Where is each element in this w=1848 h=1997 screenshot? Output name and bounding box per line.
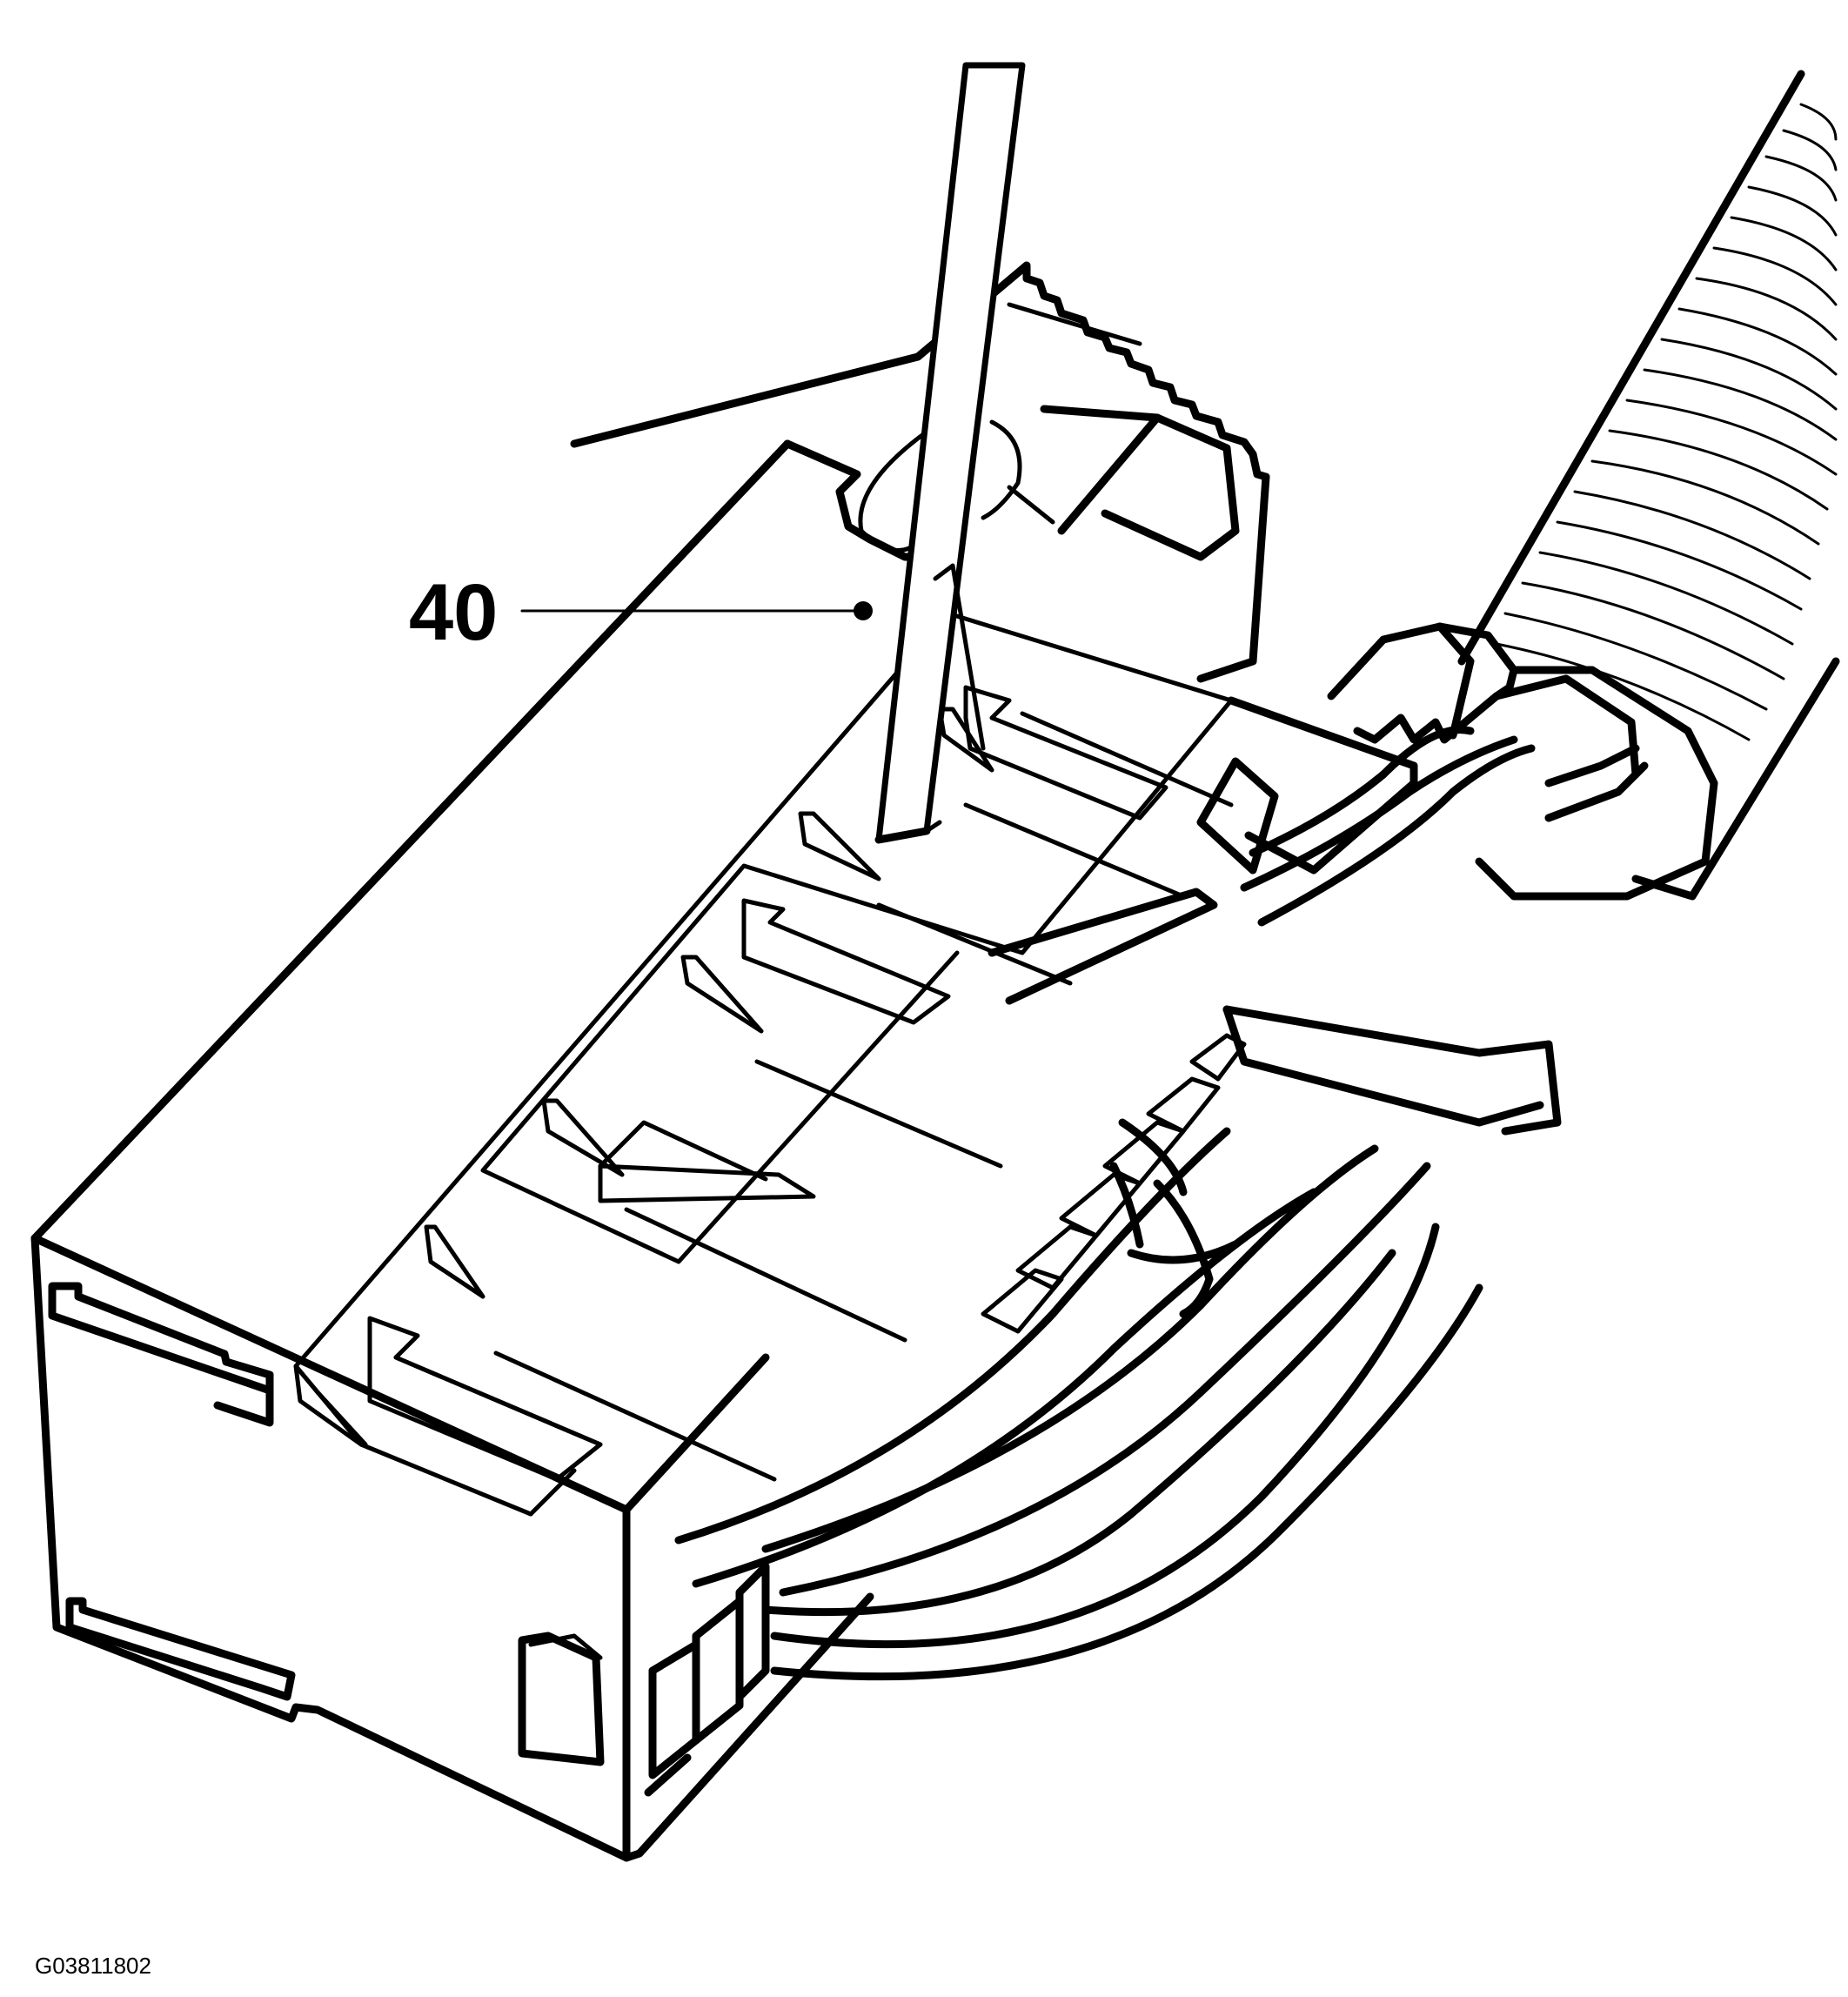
rear-cover	[570, 261, 1270, 683]
callout-40: 40	[409, 568, 873, 657]
connector-housing	[30, 439, 944, 1862]
callout-label: 40	[409, 568, 498, 657]
corrugated-conduit	[1457, 70, 1840, 901]
figure-code: G03811802	[35, 1953, 151, 1979]
cable-clamp	[1222, 622, 1718, 1136]
callout-dot-icon	[854, 601, 873, 620]
tool-icon	[874, 62, 1026, 844]
terminal-cavities	[293, 611, 1234, 1517]
side-latch-ridge	[988, 696, 1418, 1005]
wire-bundle	[644, 726, 1649, 1797]
